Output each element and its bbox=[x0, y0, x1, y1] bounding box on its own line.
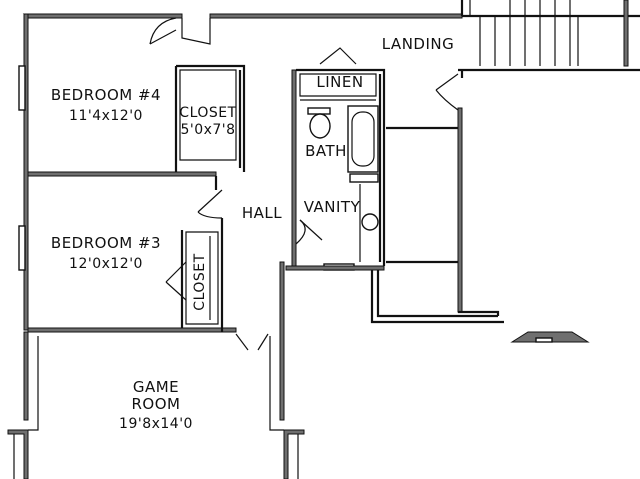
game-room-door bbox=[235, 333, 249, 351]
closet-4-label: CLOSET bbox=[179, 105, 236, 121]
landing-door bbox=[435, 73, 459, 91]
hall-label: HALL bbox=[242, 204, 282, 222]
bedroom-4-label: BEDROOM #4 bbox=[51, 86, 161, 104]
bedroom-3-label: BEDROOM #3 bbox=[51, 234, 161, 252]
bedroom-4-room bbox=[149, 17, 246, 172]
bedroom-3-size: 12'0x12'0 bbox=[69, 256, 143, 272]
closet-4-size: 5'0x7'8 bbox=[180, 122, 235, 138]
bath-label: BATH bbox=[305, 142, 347, 160]
closet-3-label: CLOSET bbox=[192, 253, 208, 310]
landing-label: LANDING bbox=[382, 35, 455, 53]
bedroom-3-door bbox=[197, 189, 223, 213]
landing-area bbox=[370, 73, 590, 343]
bedroom-4-door bbox=[149, 29, 177, 45]
bath-suite bbox=[285, 47, 386, 271]
hall-area bbox=[235, 333, 269, 351]
game-room-size: 19'8x14'0 bbox=[119, 416, 193, 432]
staircase bbox=[458, 0, 640, 78]
linen-label: LINEN bbox=[316, 73, 363, 91]
vanity-label: VANITY bbox=[304, 198, 361, 216]
game-room-area bbox=[7, 331, 305, 479]
game-room-label-2: ROOM bbox=[132, 395, 181, 413]
bedroom-4-size: 11'4x12'0 bbox=[69, 108, 143, 124]
bedroom-3-room bbox=[165, 176, 224, 332]
game-room-label-1: GAME bbox=[133, 378, 179, 396]
